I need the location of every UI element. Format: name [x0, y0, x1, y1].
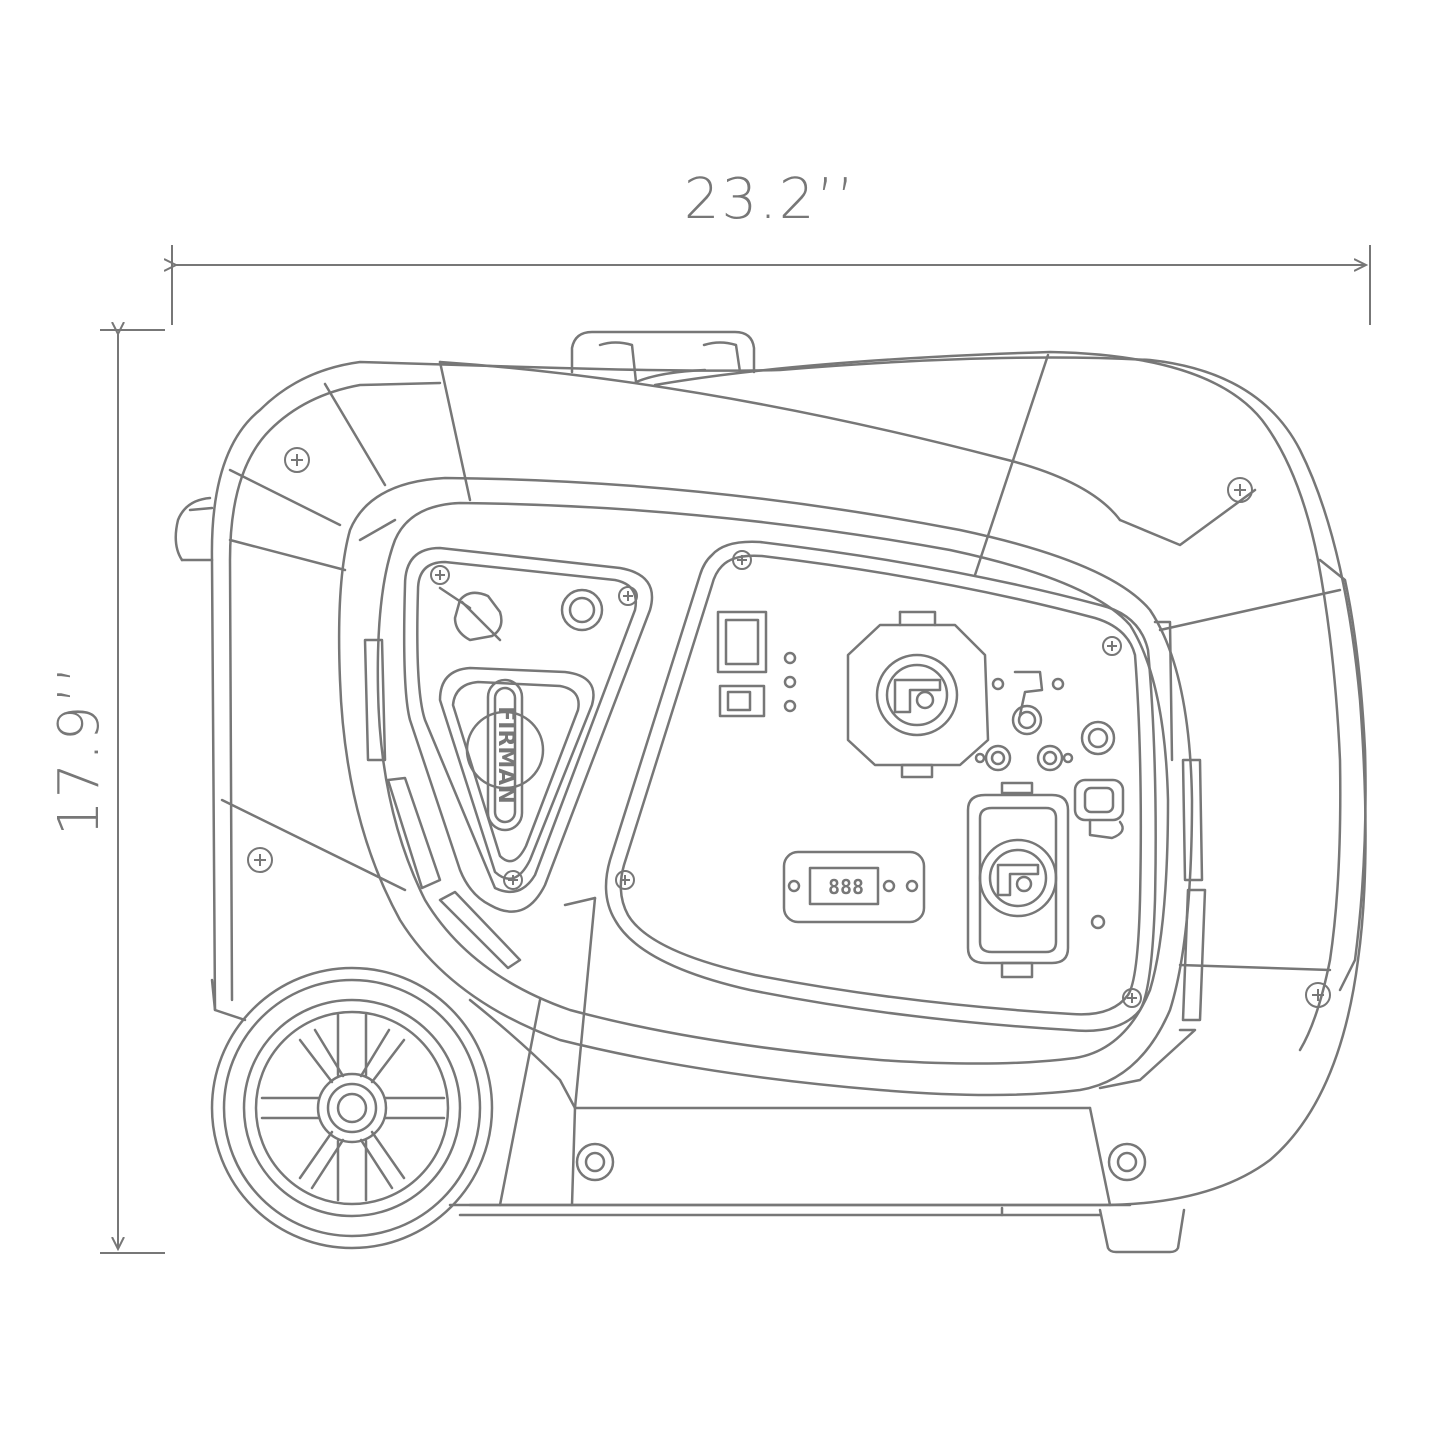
screws [247, 447, 1331, 1008]
start-button [560, 588, 604, 632]
width-dimension-label: 23.2’’ [683, 167, 857, 232]
outer-shell [210, 356, 1367, 1207]
small-controls [974, 670, 1125, 840]
inner-panel-inner [376, 501, 1170, 1065]
right-vent-slots [1098, 620, 1207, 1090]
twist-lock-outlet [846, 610, 990, 779]
wheel [210, 966, 494, 1250]
wheel-spokes [260, 1013, 446, 1202]
logo-plate [486, 678, 524, 832]
main-control-panel [604, 540, 1157, 1032]
brand-logo-text: FIRMAN [493, 706, 518, 804]
display-readout: 888 [828, 875, 864, 899]
duplex-outlet [966, 781, 1106, 979]
width-dimension-line [172, 245, 1371, 325]
left-vent-slots [358, 518, 522, 970]
choke-knob [438, 586, 503, 642]
digital-display [782, 850, 926, 924]
inner-panel-outer [337, 476, 1194, 1097]
indicator-lights [783, 651, 797, 713]
triangle-control-panel [402, 546, 654, 913]
base-bolts [575, 1142, 1147, 1182]
height-dimension-line [100, 330, 165, 1254]
eco-switch [718, 684, 766, 718]
foot [1098, 1208, 1186, 1254]
power-switch [716, 610, 768, 674]
side-handle [174, 496, 214, 562]
